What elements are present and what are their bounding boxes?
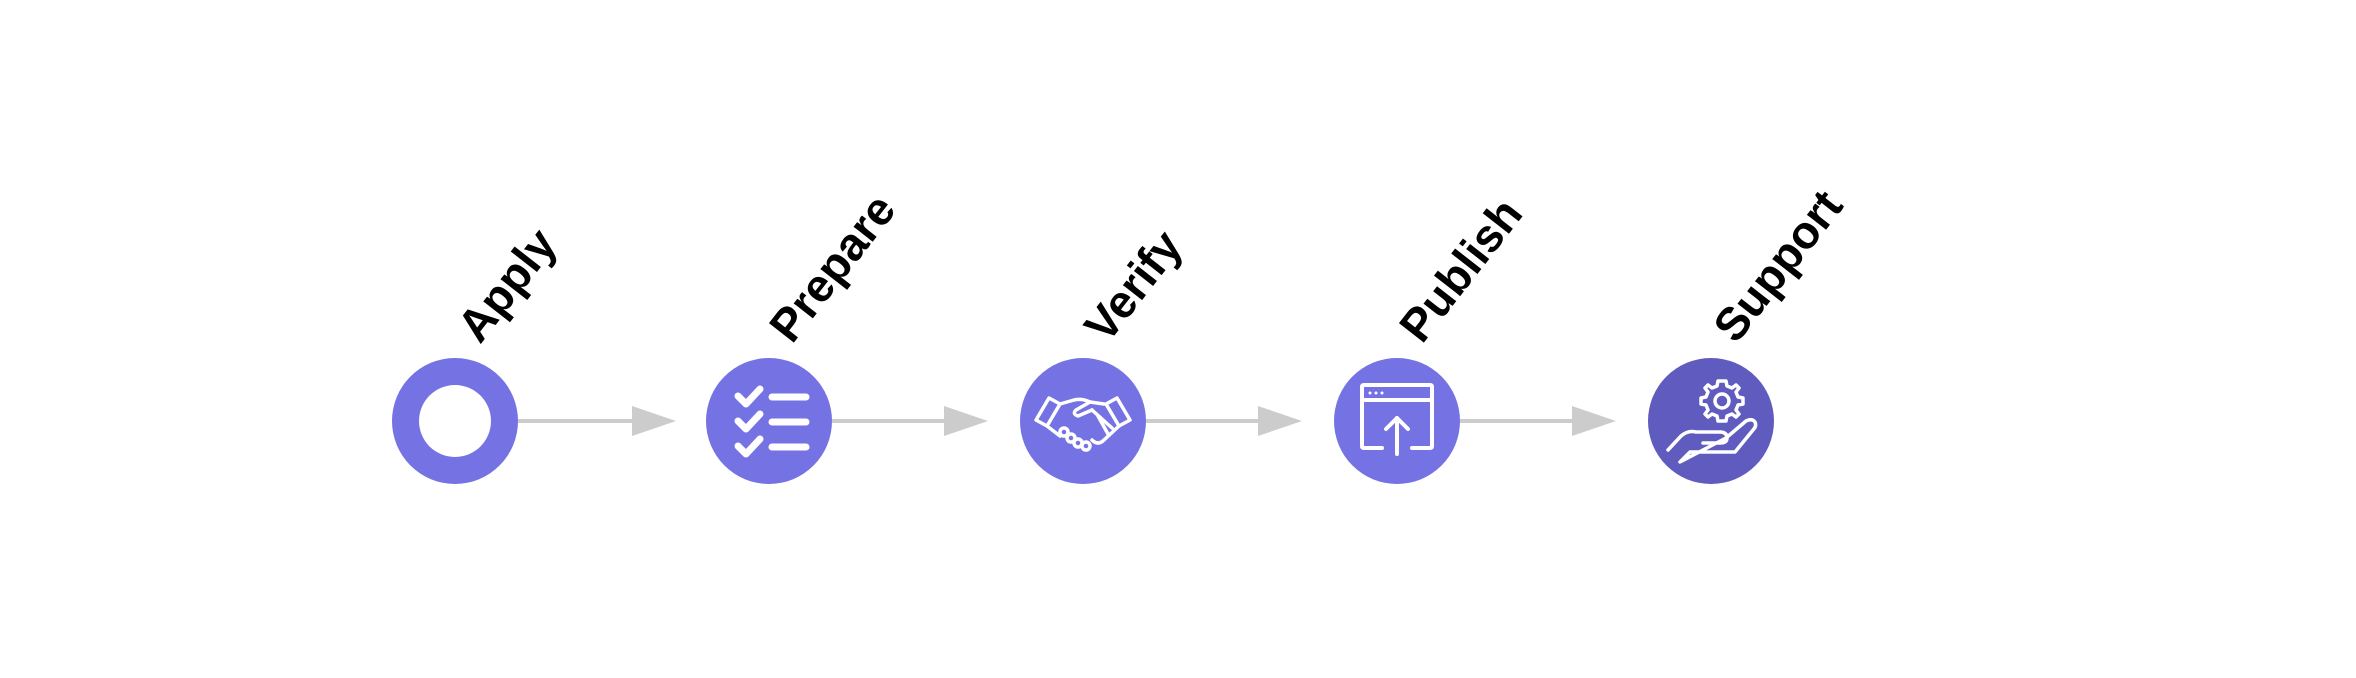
step-label: Publish	[1389, 188, 1532, 351]
checklist-icon	[734, 385, 810, 458]
step-label: Prepare	[759, 184, 905, 351]
step-apply: Apply	[392, 218, 567, 484]
step-support: Support	[1648, 180, 1852, 484]
handshake-icon	[1034, 396, 1132, 452]
step-verify: Verify	[1020, 220, 1192, 484]
ring-icon	[419, 385, 491, 457]
step-publish: Publish	[1334, 188, 1532, 484]
step-prepare: Prepare	[706, 184, 905, 484]
browser-upload-icon	[1360, 383, 1434, 456]
connector-arrow	[832, 406, 988, 436]
connector-arrow	[1460, 406, 1616, 436]
step-node	[1020, 358, 1146, 484]
connector-arrow	[1146, 406, 1302, 436]
step-node	[1648, 358, 1774, 484]
step-label: Support	[1703, 180, 1853, 351]
gear-hand-icon	[1666, 379, 1758, 464]
step-label: Apply	[447, 218, 567, 351]
connector-arrow	[518, 406, 676, 436]
step-label: Verify	[1074, 220, 1192, 351]
